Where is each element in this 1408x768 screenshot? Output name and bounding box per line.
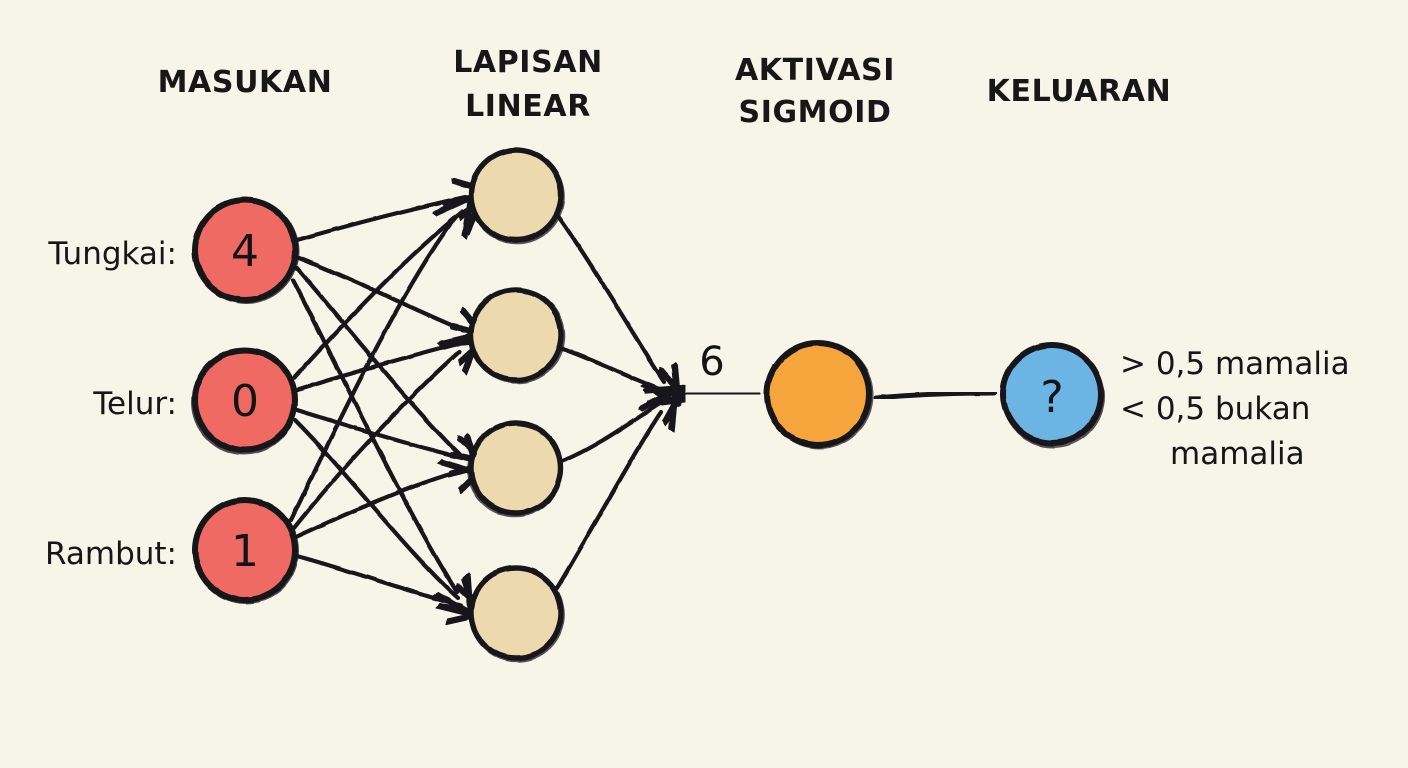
input-label-tungkai: Tungkai: [47,236,177,272]
edge-rambut-hidden1 [288,218,455,523]
column-title-lapisan-linear-line1: LAPISAN [453,45,603,80]
hidden-node-2[interactable] [468,287,566,384]
input-node-telur-fill [195,350,295,450]
sum-value-label: 6 [699,339,724,385]
hidden-layer [467,147,566,663]
edge-tungkai-hidden1 [294,197,465,243]
column-title-lapisan-linear-line2: LINEAR [465,89,591,124]
input-node-telur-value: 0 [231,376,259,427]
hidden-node-1-outline [468,147,565,245]
sigmoid-node-outline [764,340,874,449]
output-node-fill [1003,345,1101,443]
input-node-rambut[interactable]: 1 [192,497,299,604]
output-legend-line-3: mamalia [1170,436,1305,472]
input-label-telur: Telur: [92,386,177,422]
output-legend-line-1: > 0,5 mamalia [1120,346,1350,382]
input-node-tungkai-value: 4 [231,226,259,277]
output-node-value: ? [1040,372,1063,423]
output-node-outline [1000,342,1105,448]
input-node-telur-outline [191,347,298,455]
output-node[interactable]: ? [1000,342,1105,448]
hidden-node-3[interactable] [467,420,564,518]
hidden-node-3-outline [467,420,564,518]
input-node-tungkai-outline [192,197,299,304]
sigmoid-activation-node[interactable] [764,340,874,449]
column-title-aktivasi-sigmoid: AKTIVASI SIGMOID [735,53,895,130]
hidden-node-1-fill [471,150,561,240]
edge-hidden1-sum [555,213,664,382]
hidden-node-4-fill [471,568,561,658]
input-layer: 4 Tungkai: 0 Telur: 1 [45,197,299,604]
hidden-node-2-outline [468,287,566,384]
hidden-node-2-fill [471,290,561,380]
edge-telur-hidden3 [294,407,463,458]
edge-rambut-hidden3 [293,470,464,540]
edge-tungkai-hidden2 [296,255,463,330]
edge-rambut-hidden4 [294,553,461,606]
edge-telur-hidden4 [292,417,458,598]
input-node-rambut-outline [192,497,299,604]
input-node-tungkai-fill [195,200,295,300]
arrow-sigmoid-to-output [873,393,994,398]
edge-hidden4-sum [554,412,661,591]
column-titles: MASUKAN LAPISAN LINEAR AKTIVASI SIGMOID … [158,45,1172,130]
hidden-node-4[interactable] [468,565,565,663]
column-title-masukan: MASUKAN [158,65,333,100]
output-legend: > 0,5 mamalia < 0,5 bukan mamalia [1120,346,1350,472]
edge-tungkai-hidden3 [294,265,460,455]
hidden-node-1[interactable] [468,147,565,245]
hidden-node-4-outline [468,565,565,663]
column-title-keluaran: KELUARAN [987,74,1172,109]
edge-rambut-hidden2 [291,352,459,531]
edges-input-to-hidden [288,197,465,606]
input-node-telur[interactable]: 0 [191,347,298,455]
arrow-sum-to-sigmoid [679,393,758,394]
input-node-rambut-fill [195,500,295,600]
sum-to-sigmoid: 6 [679,339,758,394]
hidden-node-3-fill [471,423,561,513]
edges-hidden-to-sum [554,213,664,591]
input-node-tungkai[interactable]: 4 [192,197,299,304]
column-title-lapisan-linear: LAPISAN LINEAR [453,45,603,124]
input-label-rambut: Rambut: [45,536,177,572]
column-title-aktivasi-sigmoid-line1: AKTIVASI [735,53,895,88]
column-title-aktivasi-sigmoid-line2: SIGMOID [738,95,891,130]
sigmoid-node-fill [767,343,869,445]
output-legend-line-2: < 0,5 bukan [1120,391,1310,427]
input-node-rambut-value: 1 [231,526,259,577]
